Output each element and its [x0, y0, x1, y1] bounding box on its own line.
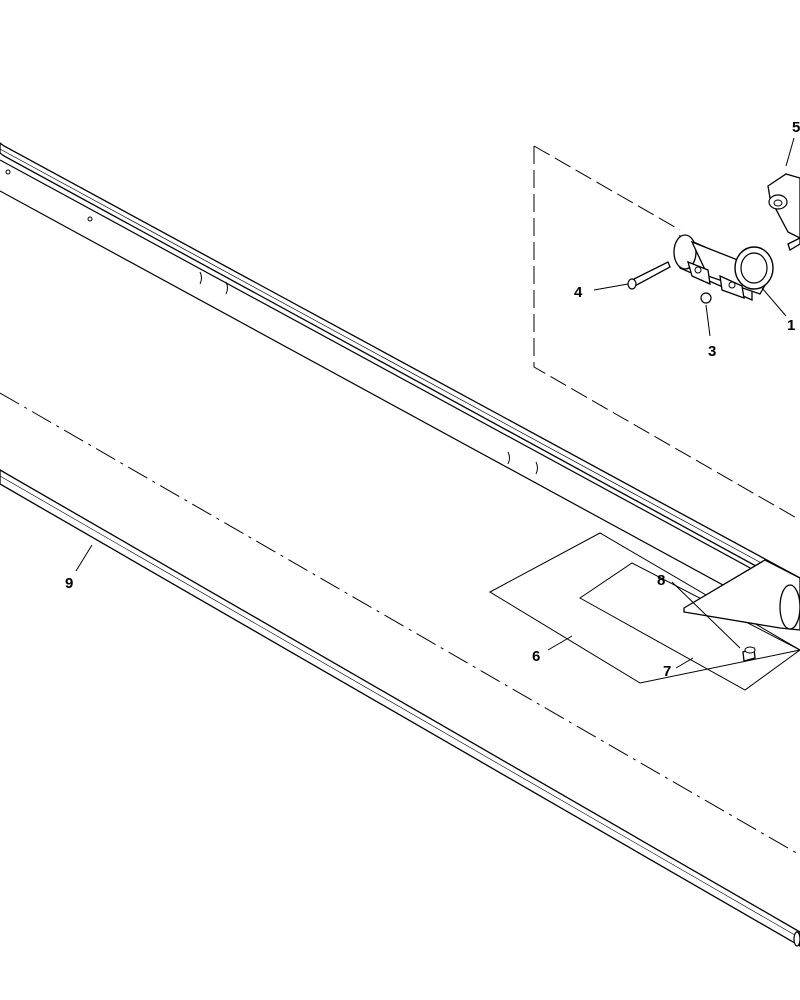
set-screw: [742, 646, 756, 662]
clamp-pin: [787, 237, 800, 251]
upper-shaft-tube: [0, 142, 800, 628]
callout-6: 6: [532, 648, 540, 665]
callout-4: 4: [574, 284, 583, 301]
callout-3: 3: [708, 343, 716, 360]
callout-9: 9: [65, 575, 73, 592]
callout-7: 7: [663, 663, 671, 680]
clamp-housing: [673, 234, 774, 302]
shaft-end-coupling: [683, 559, 800, 631]
clamp-bolt: [627, 261, 671, 290]
clamp-nut: [700, 292, 712, 304]
callout-1: 1: [787, 317, 795, 334]
clamp-assembly-bracket: [533, 146, 800, 521]
assembly-centerline: [0, 392, 800, 856]
callout-8: 8: [657, 572, 665, 589]
drive-shaft-rod: [0, 469, 800, 947]
clamp-assembly-bracket-top: [533, 145, 681, 231]
callout-5: 5: [792, 119, 800, 136]
kit-bracket-6: [488, 532, 800, 684]
leader-lines: [75, 137, 795, 669]
clamp-knob: [767, 173, 800, 239]
